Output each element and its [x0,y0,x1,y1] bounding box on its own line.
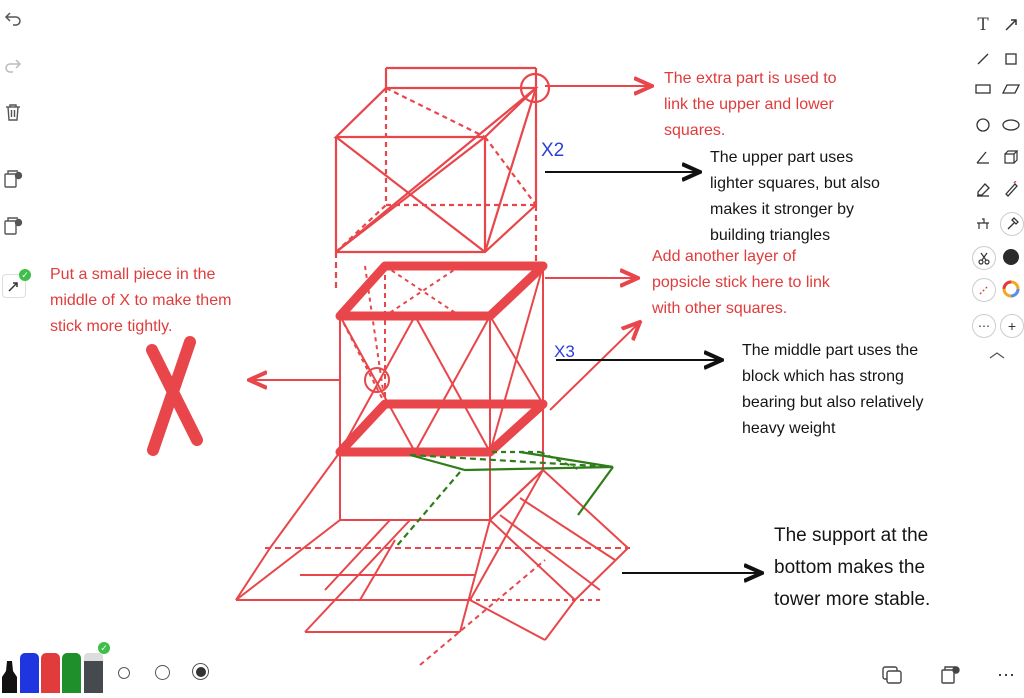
parallelogram-tool-icon[interactable] [1000,78,1022,100]
pages-icon[interactable] [880,663,904,687]
collapse-icon[interactable] [986,344,1008,366]
blue-pen[interactable] [20,653,39,693]
pencil-icon[interactable] [1000,178,1022,200]
ellipse-tool-icon[interactable] [1000,114,1022,136]
base-support-sketch [235,404,630,666]
more-options-icon[interactable]: ⋯ [997,664,1015,685]
add-page-bottom-icon[interactable] [938,663,962,687]
undo-icon[interactable] [0,5,26,31]
note-small-piece: Put a small piece in the middle of X to … [50,266,232,335]
text-tool-icon[interactable]: T [977,15,989,35]
remove-page-icon[interactable] [0,213,26,239]
x2-label: X2 [541,140,565,161]
rectangle-tool-icon[interactable] [972,78,994,100]
add-icon[interactable]: + [1000,314,1024,338]
note-upper-part: The upper part uses lighter squares, but… [710,149,880,244]
selected-check-icon: ✓ [98,642,110,654]
x3-label: X3 [554,342,575,361]
trash-icon[interactable] [0,99,26,125]
lasso-icon[interactable] [972,278,996,302]
stroke-size-medium[interactable] [155,665,170,680]
stroke-size-large[interactable] [192,663,209,680]
dark-gray-pen[interactable] [84,653,103,693]
pen-palette: ✓ [0,640,110,693]
note-support: The support at the bottom makes the towe… [774,525,931,610]
add-page-icon[interactable] [0,166,26,192]
circle-tool-icon[interactable] [972,114,994,136]
ruler-icon[interactable] [972,212,994,234]
x-joint-sketch [146,336,203,456]
color-wheel-icon[interactable] [1000,278,1022,300]
laser-pointer-icon[interactable]: ✓ [2,269,31,298]
more-icon[interactable]: ⋯ [972,314,996,338]
annotation-arrows [249,86,762,573]
upper-cube-sketch [333,66,551,290]
redo-icon[interactable] [0,52,26,78]
line-tool-icon[interactable] [972,48,994,70]
middle-block-sketch [335,261,548,457]
green-pen[interactable] [62,653,81,693]
angle-tool-icon[interactable] [972,146,994,168]
active-check-icon: ✓ [19,269,31,281]
stroke-size-small[interactable] [118,667,130,679]
arrow-tool-icon[interactable] [1000,14,1022,36]
stroke-size-selected-dot [195,666,206,677]
hammer-icon[interactable] [1000,212,1024,236]
fill-color-icon[interactable] [1000,246,1022,268]
note-extra-part: The extra part is used to link the upper… [664,70,837,139]
note-middle-part: The middle part uses the block which has… [742,342,924,437]
square-tool-icon[interactable] [1000,48,1022,70]
black-marker-pen[interactable] [0,661,19,693]
scissors-icon[interactable] [972,246,996,270]
note-add-layer: Add another layer of popsicle stick here… [652,248,830,317]
pen-cap [84,653,103,661]
cube-tool-icon[interactable] [1000,146,1022,168]
red-pen[interactable] [41,653,60,693]
eraser-icon[interactable] [972,178,994,200]
green-guide-sketch [394,450,614,549]
